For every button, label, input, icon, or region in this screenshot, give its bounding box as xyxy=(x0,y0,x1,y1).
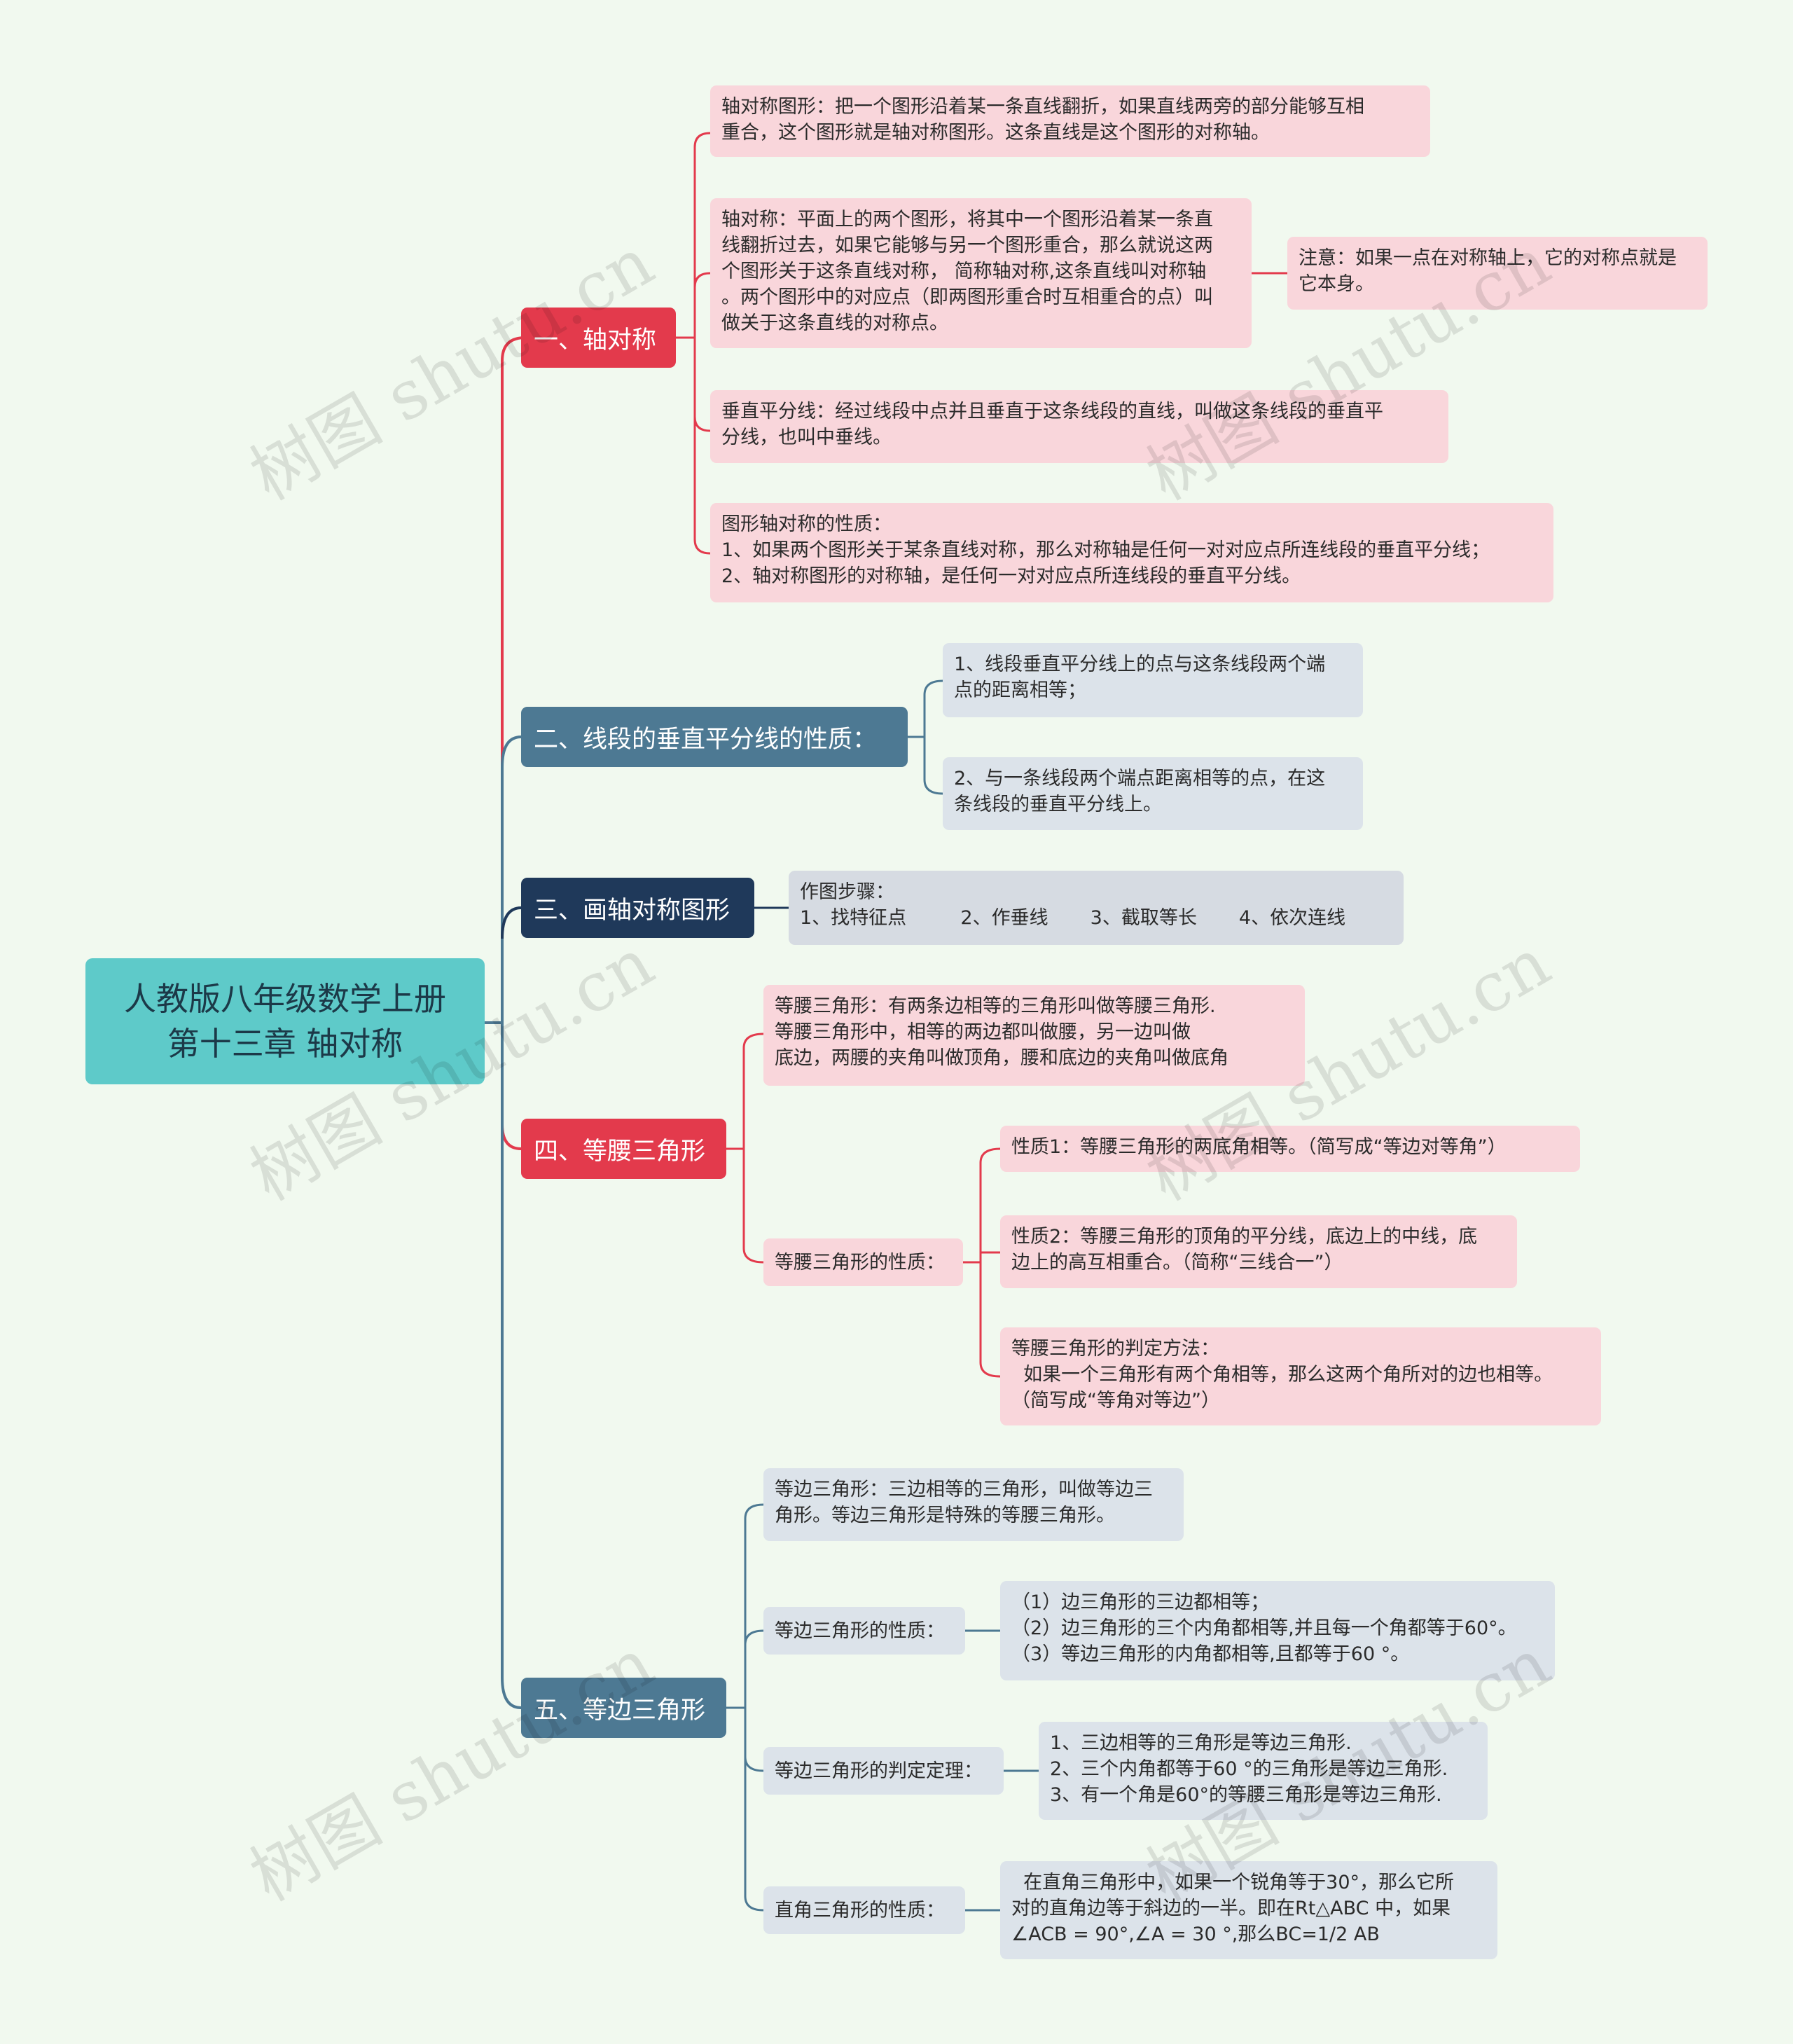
sub-isosceles-properties[interactable]: 等腰三角形的性质： xyxy=(763,1238,963,1286)
branch-axial-symmetry[interactable]: 一、轴对称 xyxy=(521,308,676,368)
branch-equilateral-triangle[interactable]: 五、等边三角形 xyxy=(521,1678,726,1738)
note-axial-symmetric-figure[interactable]: 轴对称图形：把一个图形沿着某一条直线翻折，如果直线两旁的部分能够互相 重合，这个… xyxy=(710,85,1430,157)
note-isosceles-property-1[interactable]: 性质1：等腰三角形的两底角相等。（简写成“等边对等角”） xyxy=(1000,1126,1580,1172)
note-axial-symmetry-definition[interactable]: 轴对称：平面上的两个图形，将其中一个图形沿着某一条直 线翻折过去，如果它能够与另… xyxy=(710,198,1252,348)
note-isosceles-definition[interactable]: 等腰三角形：有两条边相等的三角形叫做等腰三角形. 等腰三角形中，相等的两边都叫做… xyxy=(763,985,1305,1086)
branch-draw-symmetric-figure[interactable]: 三、画轴对称图形 xyxy=(521,878,754,938)
note-equilateral-definition[interactable]: 等边三角形：三边相等的三角形，叫做等边三 角形。等边三角形是特殊的等腰三角形。 xyxy=(763,1468,1184,1541)
note-bisector-property-2[interactable]: 2、与一条线段两个端点距离相等的点，在这 条线段的垂直平分线上。 xyxy=(943,757,1363,830)
note-isosceles-criterion[interactable]: 等腰三角形的判定方法： 如果一个三角形有两个角相等，那么这两个角所对的边也相等。… xyxy=(1000,1327,1601,1425)
note-perpendicular-bisector[interactable]: 垂直平分线：经过线段中点并且垂直于这条线段的直线，叫做这条线段的垂直平 分线，也… xyxy=(710,390,1448,463)
root-title-line2: 第十三章 轴对称 xyxy=(167,1025,403,1063)
branch-isosceles-triangle[interactable]: 四、等腰三角形 xyxy=(521,1119,726,1179)
note-equilateral-properties[interactable]: （1）边三角形的三边都相等； （2）边三角形的三个内角都相等,并且每一个角都等于… xyxy=(1000,1581,1555,1680)
root-title-line1: 人教版八年级数学上册 xyxy=(124,980,446,1018)
note-isosceles-property-2[interactable]: 性质2：等腰三角形的顶角的平分线，底边上的中线，底 边上的高互相重合。（简称“三… xyxy=(1000,1215,1517,1288)
note-bisector-property-1[interactable]: 1、线段垂直平分线上的点与这条线段两个端 点的距离相等； xyxy=(943,643,1363,717)
note-right-triangle-property[interactable]: 在直角三角形中，如果一个锐角等于30°，那么它所 对的直角边等于斜边的一半。即在… xyxy=(1000,1861,1497,1959)
note-drawing-steps[interactable]: 作图步骤： 1、找特征点 2、作垂线 3、截取等长 4、依次连线 xyxy=(789,871,1404,945)
branch-perpendicular-bisector-properties[interactable]: 二、线段的垂直平分线的性质： xyxy=(521,707,908,767)
sub-right-triangle-property[interactable]: 直角三角形的性质： xyxy=(763,1886,965,1934)
sub-equilateral-properties[interactable]: 等边三角形的性质： xyxy=(763,1607,965,1655)
root-topic[interactable]: 人教版八年级数学上册 第十三章 轴对称 xyxy=(85,958,485,1084)
note-axial-symmetry-properties[interactable]: 图形轴对称的性质： 1、如果两个图形关于某条直线对称，那么对称轴是任何一对对应点… xyxy=(710,503,1553,602)
note-symmetric-point-remark[interactable]: 注意：如果一点在对称轴上，它的对称点就是 它本身。 xyxy=(1287,237,1708,310)
note-equilateral-criteria[interactable]: 1、三边相等的三角形是等边三角形. 2、三个内角都等于60 °的三角形是等边三角… xyxy=(1039,1722,1488,1820)
sub-equilateral-criteria[interactable]: 等边三角形的判定定理： xyxy=(763,1747,1004,1795)
